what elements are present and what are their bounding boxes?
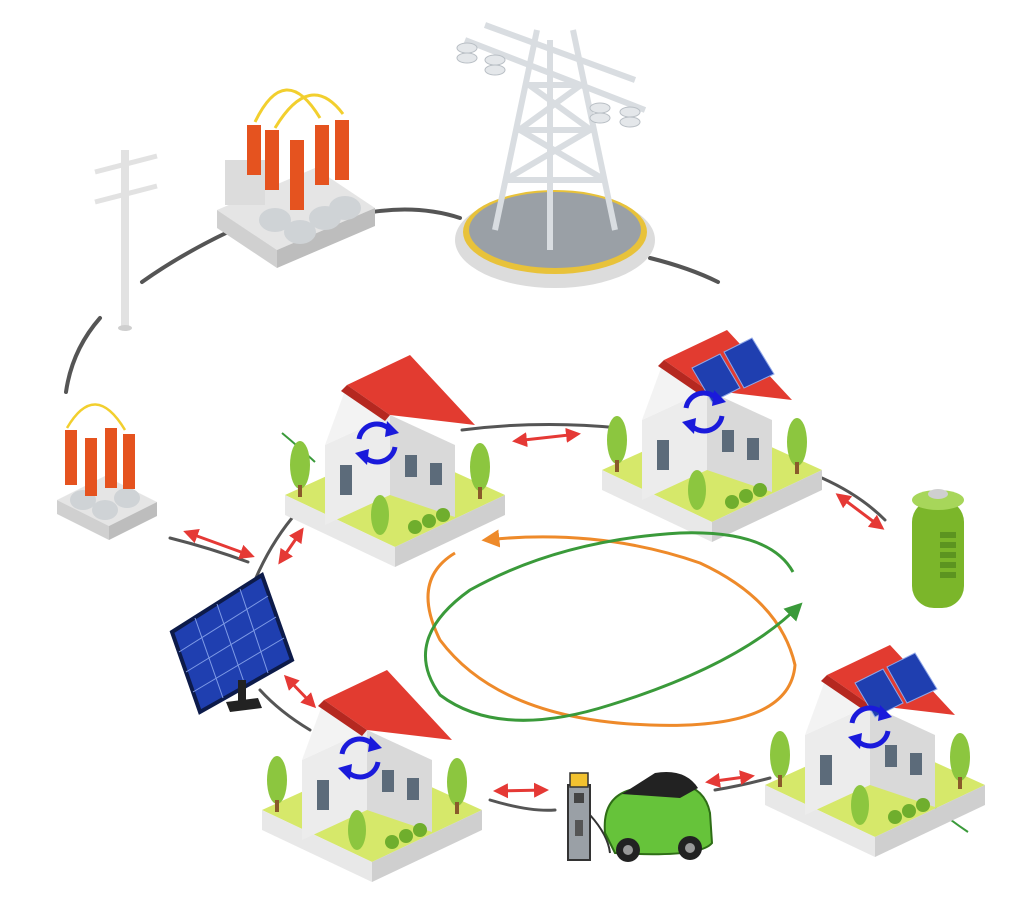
utility-pole [94, 150, 158, 331]
exchange-arrow-car-house3 [705, 770, 755, 788]
grid-line-tower-substation [370, 207, 462, 220]
grid-line-tower-east [648, 256, 720, 284]
house-3-solar [765, 645, 985, 857]
ev-charger [567, 772, 611, 861]
house-2-solar [602, 330, 822, 542]
exchange-arrow-house4-charger [493, 782, 549, 799]
grid-transformer [57, 403, 157, 540]
green-flow-arrow [424, 531, 803, 722]
exchange-arrows [183, 427, 885, 799]
solar-panel [169, 571, 295, 715]
grid-connection-lines [64, 207, 720, 394]
substation-transformer [217, 88, 375, 268]
exchange-arrow-solar-house4 [283, 674, 317, 709]
grid-line-pole-transformer [64, 316, 102, 394]
exchange-arrow-house1-house2 [512, 427, 581, 448]
transmission-tower [455, 22, 655, 288]
exchange-arrow-transformer-ring [183, 529, 255, 559]
exchange-arrow-house2-battery [835, 493, 885, 530]
exchange-arrow-house1-solar [278, 527, 304, 565]
battery [912, 489, 964, 608]
electric-car [603, 772, 714, 862]
house-1 [285, 355, 505, 567]
grid-line-substation-pole [140, 230, 230, 284]
orange-flow-arrow [426, 529, 797, 727]
